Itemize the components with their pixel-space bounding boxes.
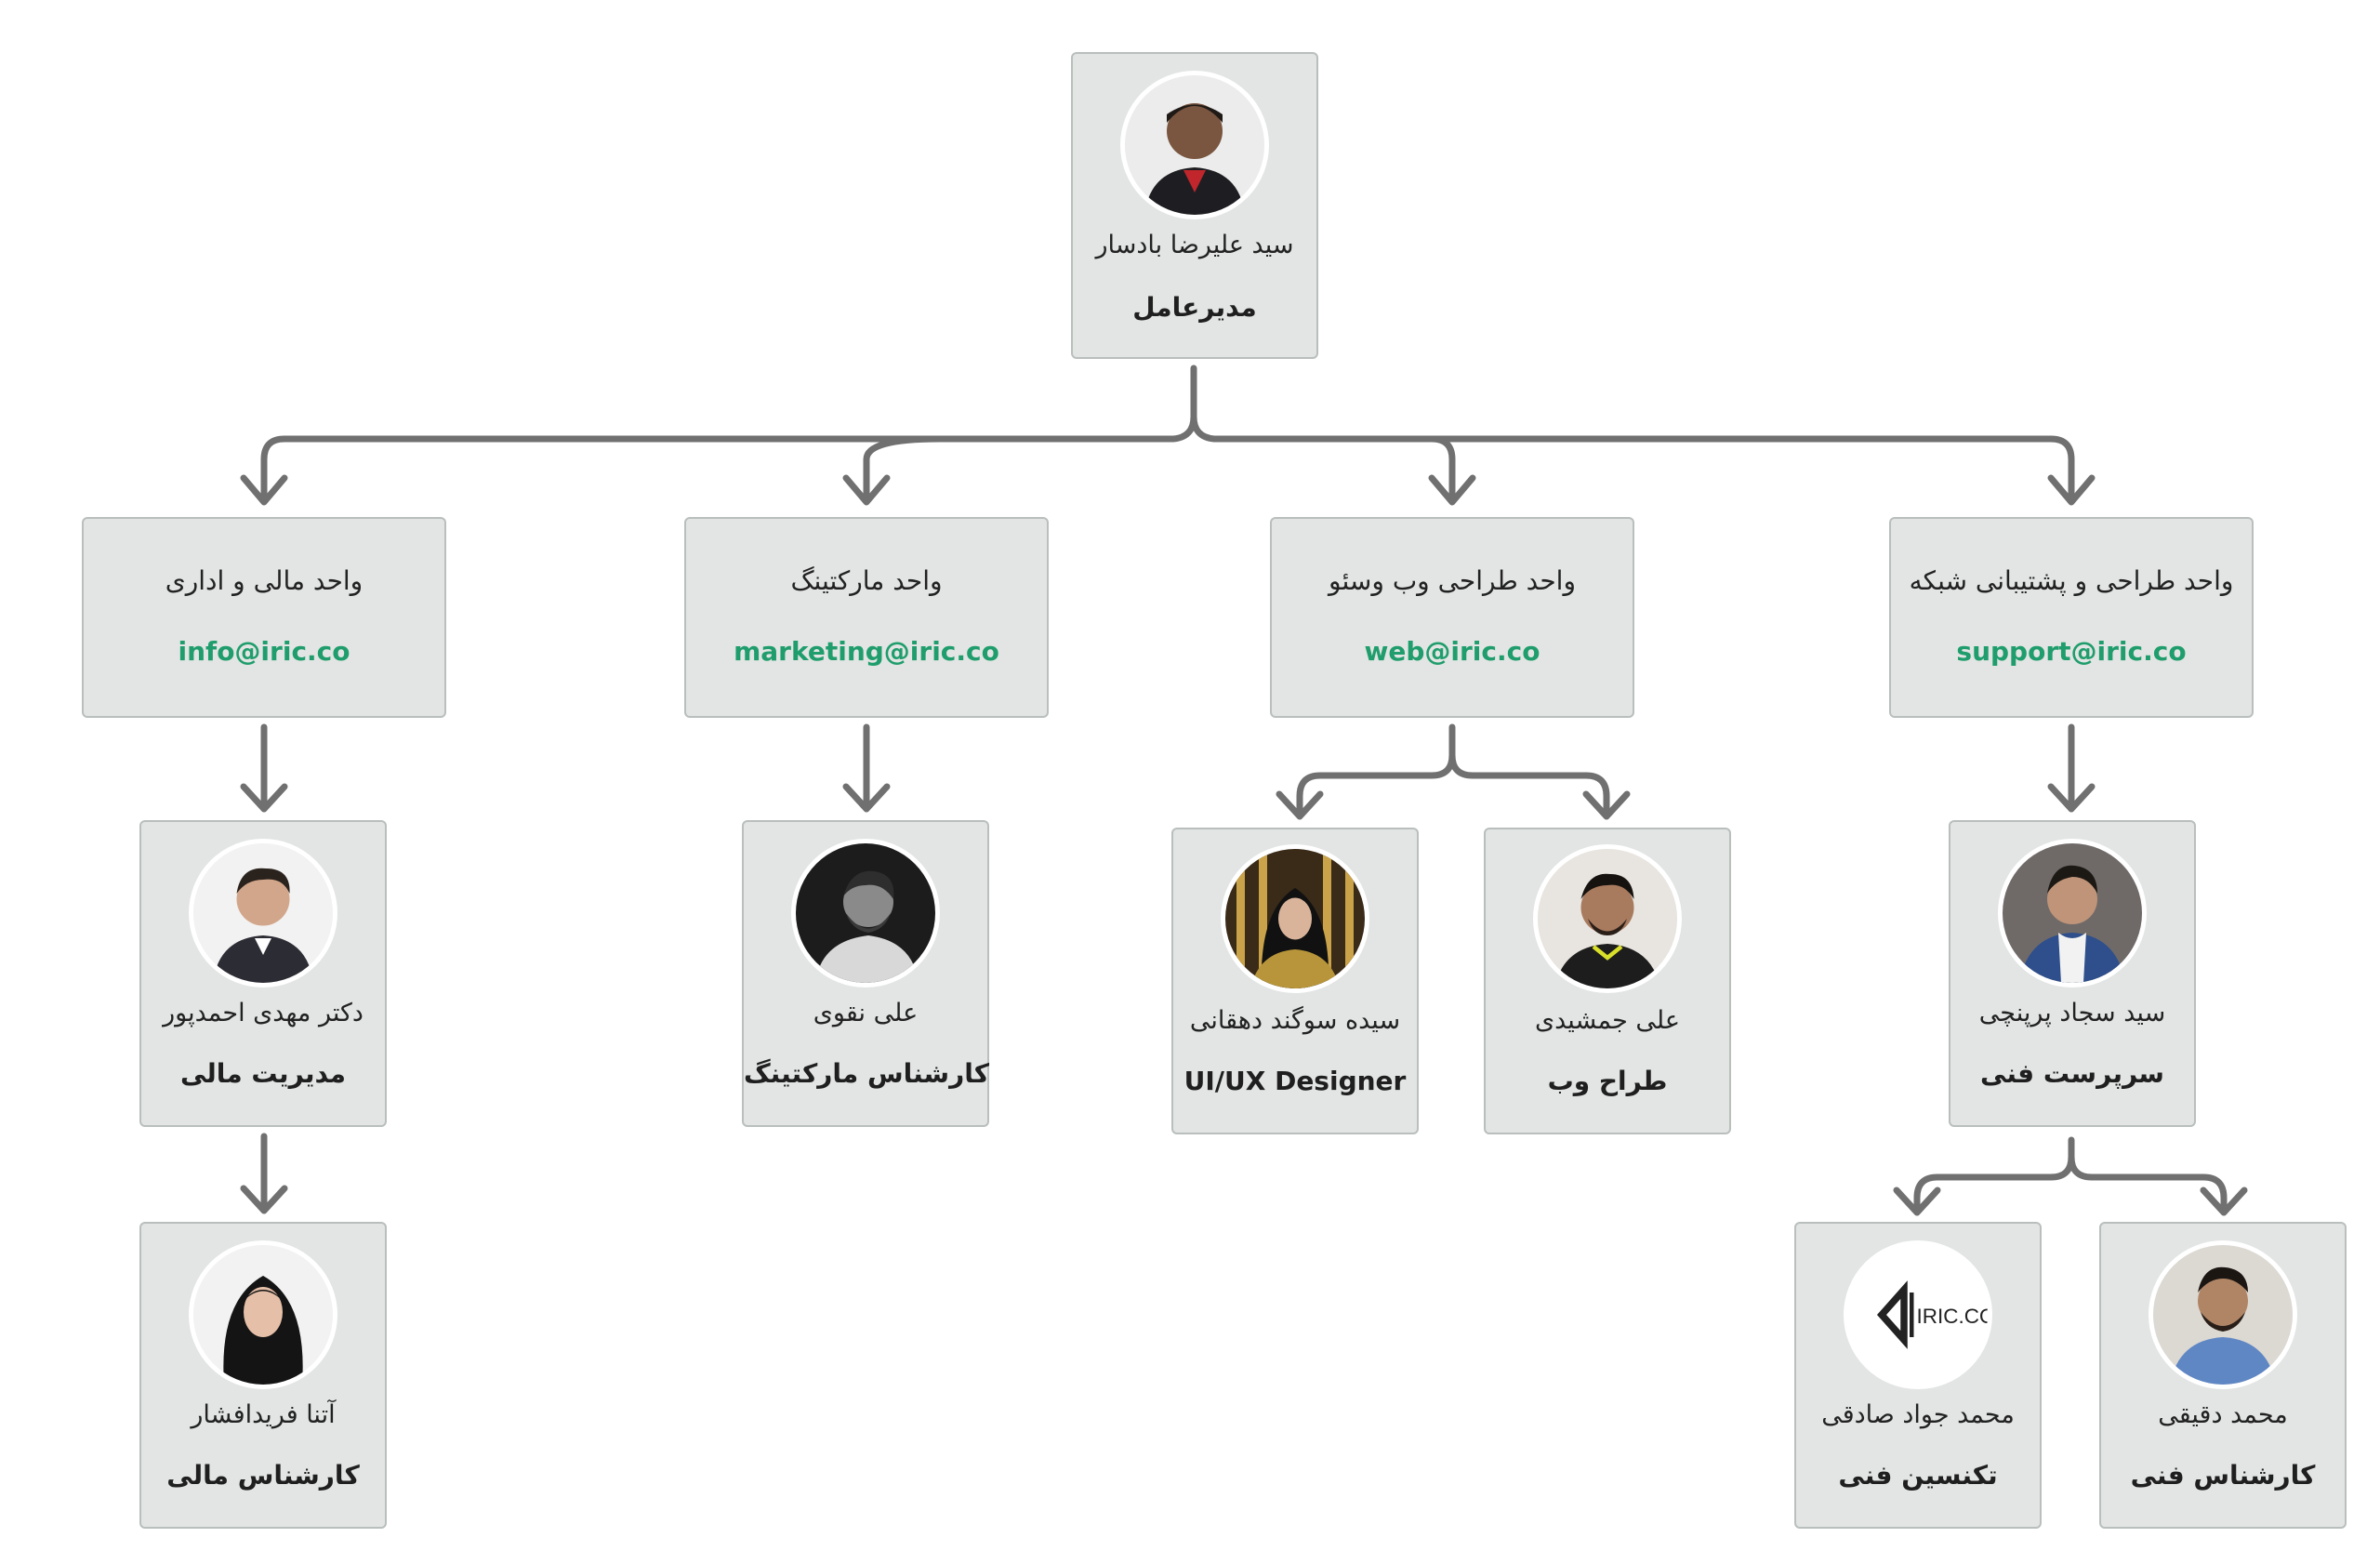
- connector-web-team: [1296, 723, 1610, 818]
- logo-text: IRIC.CO: [1917, 1305, 1989, 1328]
- arrowhead-web-unit: [1428, 474, 1476, 506]
- person-name: سید سجاد پرپنچی: [1978, 999, 2166, 1027]
- person-role: سرپرست فنی: [1980, 1058, 2164, 1089]
- person-photo-icon: [796, 843, 935, 983]
- person-role: کارشناس مارکتینگ: [744, 1058, 989, 1089]
- unit-web-card[interactable]: واحد طراحی وب وسئو web@iric.co: [1270, 517, 1634, 718]
- person-name: محمد جواد صادقی: [1821, 1400, 2015, 1429]
- marketing-expert-card[interactable]: علی نقوی کارشناس مارکتینگ: [742, 820, 989, 1127]
- arrowhead-marketing-unit: [842, 474, 891, 506]
- connector-marketing-expert: [842, 723, 891, 813]
- unit-email-link[interactable]: web@iric.co: [1364, 636, 1540, 667]
- finance-manager-card[interactable]: دکتر مهدی احمدپور مدیریت مالی: [139, 820, 387, 1127]
- person-name: سیده سوگند دهقانی: [1189, 1006, 1401, 1035]
- tech-supervisor-avatar: [1998, 839, 2147, 988]
- connector-ceo-units: [260, 365, 2075, 502]
- person-photo-icon: [193, 843, 333, 983]
- person-name: آتنا فریدافشار: [191, 1400, 336, 1429]
- person-photo-icon: [193, 1245, 333, 1385]
- connector-finance-manager: [240, 723, 288, 813]
- unit-name: واحد مالی و اداری: [165, 565, 364, 596]
- uiux-designer-avatar: [1221, 844, 1369, 993]
- uiux-designer-card[interactable]: سیده سوگند دهقانی UI/UX Designer: [1171, 828, 1419, 1134]
- ceo-role: مدیرعامل: [1132, 292, 1257, 323]
- connector-tech-team: [1913, 1136, 2228, 1214]
- person-photo-icon: [1125, 75, 1264, 215]
- person-name: علی جمشیدی: [1535, 1006, 1680, 1035]
- unit-email-link[interactable]: info@iric.co: [178, 636, 350, 667]
- company-logo-icon: IRIC.CO: [1848, 1245, 1988, 1385]
- technician-card[interactable]: IRIC.CO محمد جواد صادقی تکنسین فنی: [1794, 1222, 2042, 1529]
- person-role: تکنسین فنی: [1838, 1460, 1998, 1491]
- person-role: طراح وب: [1547, 1066, 1668, 1096]
- unit-finance-card[interactable]: واحد مالی و اداری info@iric.co: [82, 517, 446, 718]
- arrowhead-technician: [1893, 1186, 1941, 1216]
- person-name: علی نقوی: [813, 999, 919, 1027]
- web-designer-avatar: [1533, 844, 1682, 993]
- ceo-name: سید علیرضا بادسار: [1095, 231, 1294, 259]
- person-name: محمد دقیقی: [2158, 1400, 2288, 1429]
- person-photo-icon: [1538, 849, 1677, 988]
- arrowhead-finance-unit: [240, 474, 288, 506]
- unit-marketing-card[interactable]: واحد مارکتینگ marketing@iric.co: [684, 517, 1049, 718]
- finance-expert-avatar: [189, 1240, 337, 1389]
- technician-avatar: IRIC.CO: [1844, 1240, 1992, 1389]
- arrowhead-tech-expert: [2200, 1186, 2248, 1216]
- finance-expert-card[interactable]: آتنا فریدافشار کارشناس مالی: [139, 1222, 387, 1529]
- arrowhead-support-unit: [2047, 474, 2096, 506]
- connector-tech-supervisor: [2047, 723, 2096, 813]
- tech-supervisor-card[interactable]: سید سجاد پرپنچی سرپرست فنی: [1949, 820, 2196, 1127]
- tech-expert-avatar: [2149, 1240, 2297, 1389]
- unit-email-link[interactable]: support@iric.co: [1956, 636, 2187, 667]
- person-role: کارشناس مالی: [166, 1460, 360, 1491]
- arrowhead-webdesigner: [1582, 790, 1631, 820]
- ceo-card[interactable]: سید علیرضا بادسار مدیرعامل: [1071, 52, 1318, 359]
- person-photo-icon: [2153, 1245, 2293, 1385]
- person-role: مدیریت مالی: [179, 1058, 347, 1089]
- arrowhead-uiux: [1276, 790, 1324, 820]
- person-role: UI/UX Designer: [1183, 1066, 1407, 1096]
- web-designer-card[interactable]: علی جمشیدی طراح وب: [1484, 828, 1731, 1134]
- marketing-expert-avatar: [791, 839, 940, 988]
- unit-name: واحد طراحی و پشتیبانی شبکه: [1909, 565, 2234, 596]
- unit-email-link[interactable]: marketing@iric.co: [734, 636, 999, 667]
- person-photo-icon: [2003, 843, 2142, 983]
- person-role: کارشناس فنی: [2130, 1460, 2316, 1491]
- person-photo-icon: [1225, 849, 1365, 988]
- finance-manager-avatar: [189, 839, 337, 988]
- person-name: دکتر مهدی احمدپور: [163, 999, 364, 1027]
- tech-expert-card[interactable]: محمد دقیقی کارشناس فنی: [2099, 1222, 2347, 1529]
- connector-finance-expert: [240, 1133, 288, 1214]
- unit-support-card[interactable]: واحد طراحی و پشتیبانی شبکه support@iric.…: [1889, 517, 2254, 718]
- unit-name: واحد طراحی وب وسئو: [1329, 565, 1576, 596]
- unit-name: واحد مارکتینگ: [790, 565, 943, 596]
- ceo-avatar: [1120, 71, 1269, 219]
